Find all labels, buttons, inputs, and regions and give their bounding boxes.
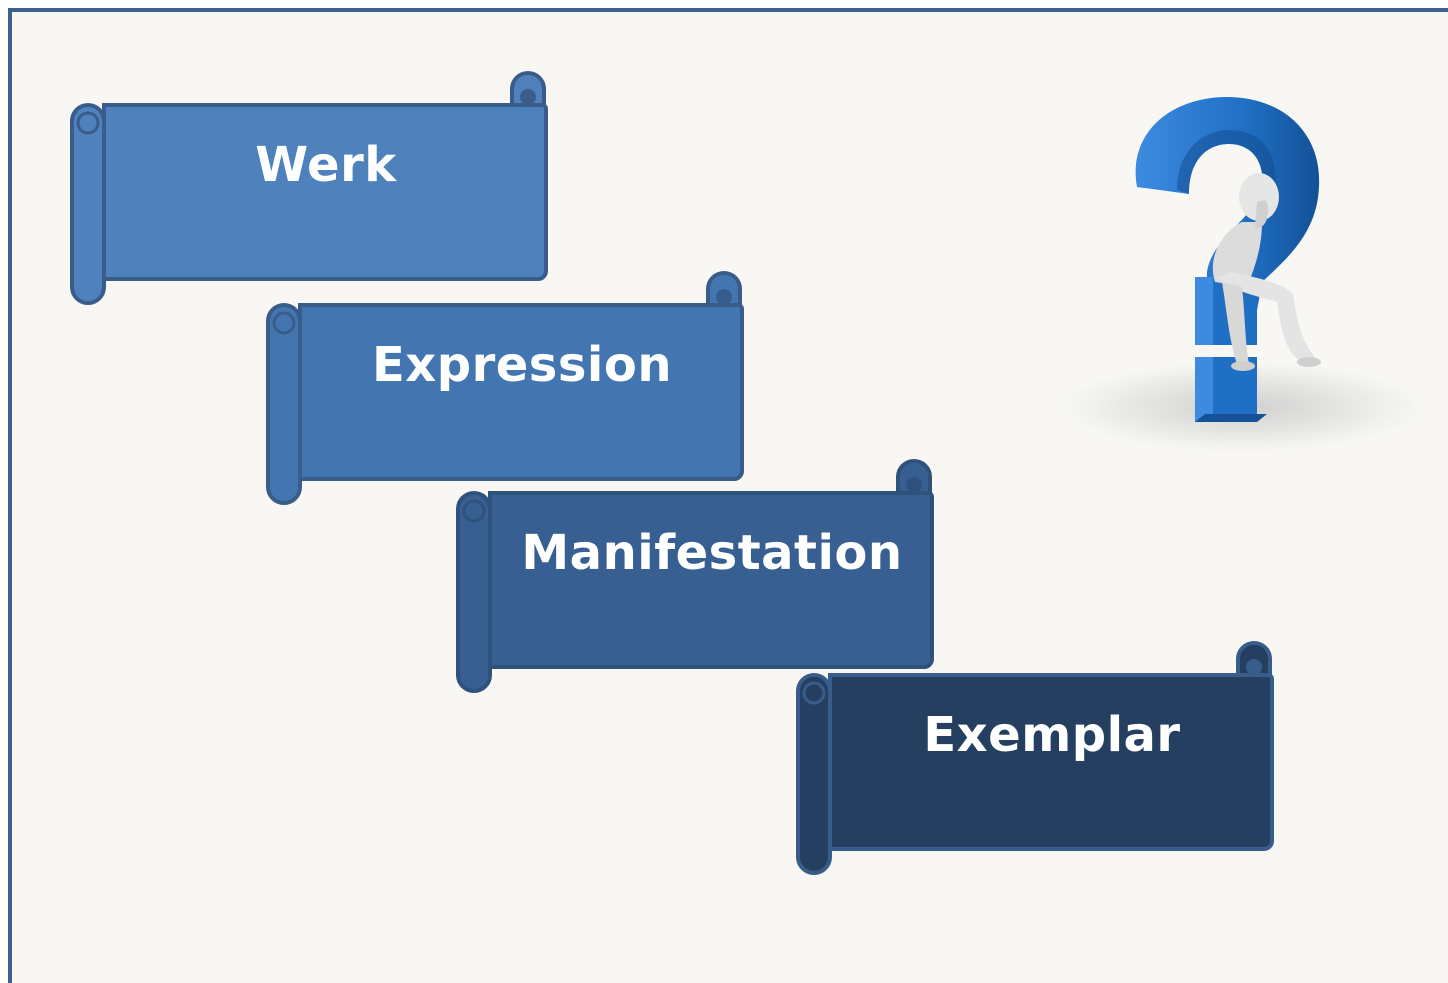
scroll-banner-werk: Werk [70, 71, 548, 307]
slide-frame: Werk Expression Manifestation [8, 8, 1448, 983]
level-label-manifestation: Manifestation [521, 525, 903, 581]
level-label-expression: Expression [371, 337, 673, 393]
scroll-shape [70, 71, 548, 305]
level-label-exemplar: Exemplar [923, 707, 1181, 763]
level-label-werk: Werk [255, 137, 397, 193]
scroll-banner-expression: Expression [266, 271, 744, 507]
scroll-banner-exemplar: Exemplar [796, 641, 1274, 877]
scroll-shape [456, 459, 934, 693]
thinking-figure-on-question-mark-icon [1062, 97, 1422, 452]
scroll-banner-manifestation: Manifestation [456, 459, 934, 695]
scroll-shape [266, 271, 744, 505]
scroll-shape [796, 641, 1274, 875]
